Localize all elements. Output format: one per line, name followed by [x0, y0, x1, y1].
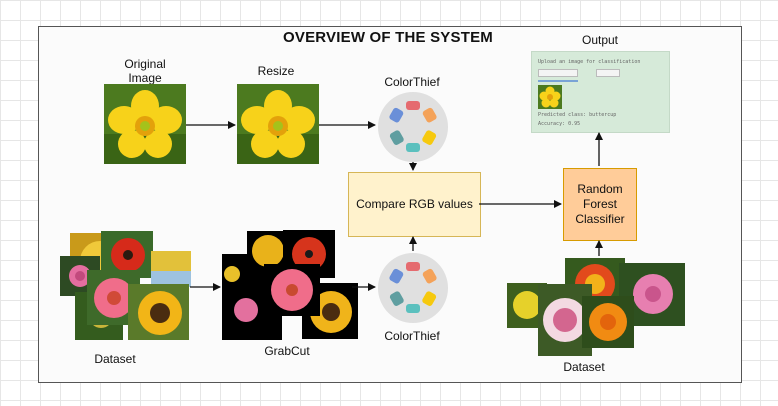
label-dataset-right: Dataset: [563, 360, 605, 374]
palette-wheel-icon-top: [377, 91, 449, 168]
label-original-line2: Image: [128, 71, 162, 85]
output-thumbnail: [538, 85, 562, 109]
label-original-line1: Original: [124, 57, 166, 71]
output-heading: Upload an image for classification: [538, 59, 641, 65]
label-output: Output: [581, 33, 619, 47]
label-colorthief-top: ColorThief: [384, 75, 440, 89]
compare-rgb-label: Compare RGB values: [356, 197, 473, 211]
output-screenshot: Upload an image for classification Predi…: [531, 51, 670, 133]
grabcut-photo-gerbera: [264, 264, 320, 316]
output-file-input: [538, 69, 578, 77]
output-link-bar: [538, 80, 578, 82]
dataset-left-photo-gerbera: [87, 270, 140, 325]
dataset-left-photo-red: [101, 231, 153, 278]
original-image: [104, 84, 186, 164]
label-dataset-left: Dataset: [94, 352, 136, 366]
dataset-right-photo-marigold: [582, 296, 634, 348]
random-forest-classifier-box: Random Forest Classifier: [563, 168, 637, 241]
palette-wheel-icon-bottom: [377, 252, 449, 329]
classifier-label-line3: Classifier: [575, 212, 625, 226]
output-line1: Predicted class: buttercup: [538, 112, 617, 118]
dataset-right-photo-rose: [619, 263, 685, 326]
dataset-left-photo-sunflower: [128, 284, 189, 340]
label-resize: Resize: [257, 64, 295, 78]
output-line2: Accuracy: 0.95: [538, 121, 581, 127]
grabcut-photo-rose: [227, 290, 265, 330]
dataset-left-photo-sky: [151, 251, 191, 287]
label-grabcut: GrabCut: [264, 344, 310, 358]
diagram-title: OVERVIEW OF THE SYSTEM: [283, 29, 493, 46]
output-submit-button: [596, 69, 620, 77]
label-colorthief-bottom: ColorThief: [384, 329, 440, 343]
classifier-label-line2: Forest: [582, 197, 617, 211]
classifier-label-line1: Random: [577, 182, 623, 196]
compare-rgb-box: Compare RGB values: [348, 172, 481, 237]
resized-image: [237, 84, 319, 164]
